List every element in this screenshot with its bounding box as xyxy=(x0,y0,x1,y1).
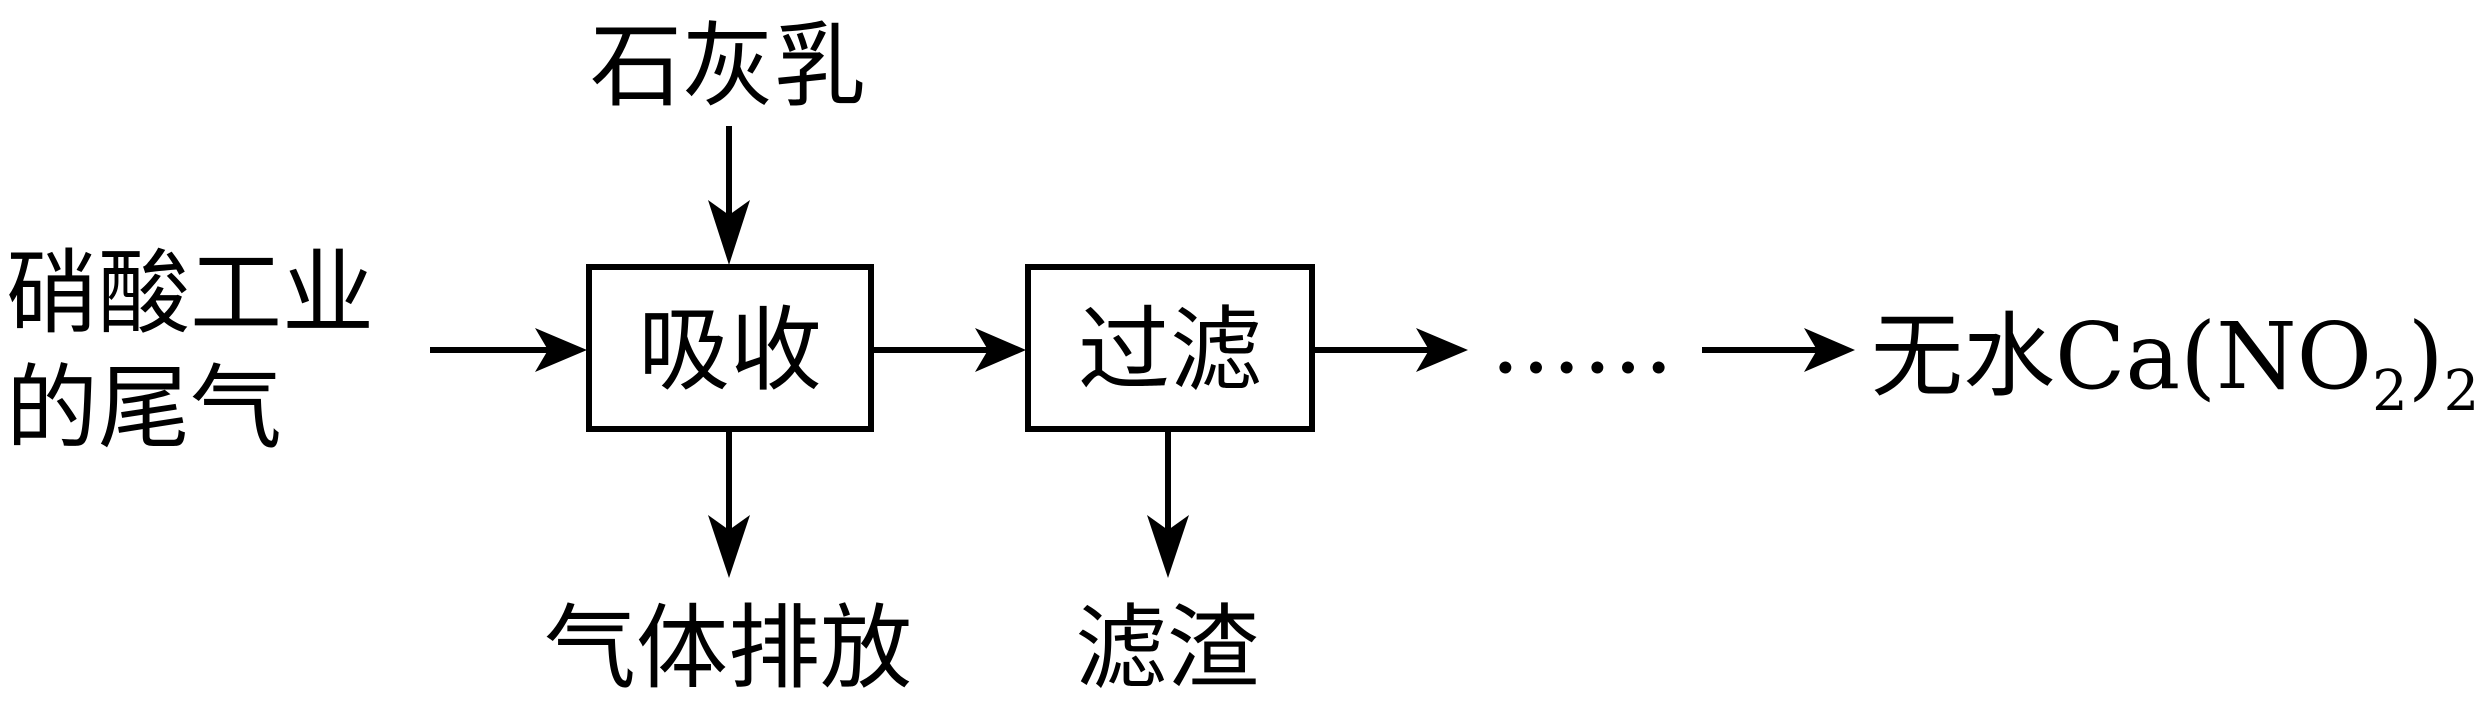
tail-gas-label-line2: 的尾气 xyxy=(6,355,282,462)
lime-milk-arrow xyxy=(708,126,750,265)
product-label: 无水Ca(NO2)2 xyxy=(1871,303,2476,424)
filter-residue-label: 滤渣 xyxy=(1075,595,1259,702)
feed-arrow xyxy=(430,328,587,372)
gas-vent-label: 气体排放 xyxy=(544,595,912,702)
lime-milk-label: 石灰乳 xyxy=(590,13,866,120)
gas-vent-arrow xyxy=(708,430,750,578)
absorb-box: 吸收 xyxy=(586,264,874,432)
absorb-label: 吸收 xyxy=(638,297,822,404)
residue-arrow xyxy=(1147,430,1189,578)
filter-box: 过滤 xyxy=(1025,264,1315,432)
absorb-to-filter-arrow xyxy=(873,328,1026,372)
filter-out-arrow xyxy=(1314,328,1468,372)
product-arrow xyxy=(1702,328,1855,372)
filter-label: 过滤 xyxy=(1078,297,1262,404)
tail-gas-label-line1: 硝酸工业 xyxy=(6,240,374,347)
ellipsis: …… xyxy=(1490,287,1674,394)
